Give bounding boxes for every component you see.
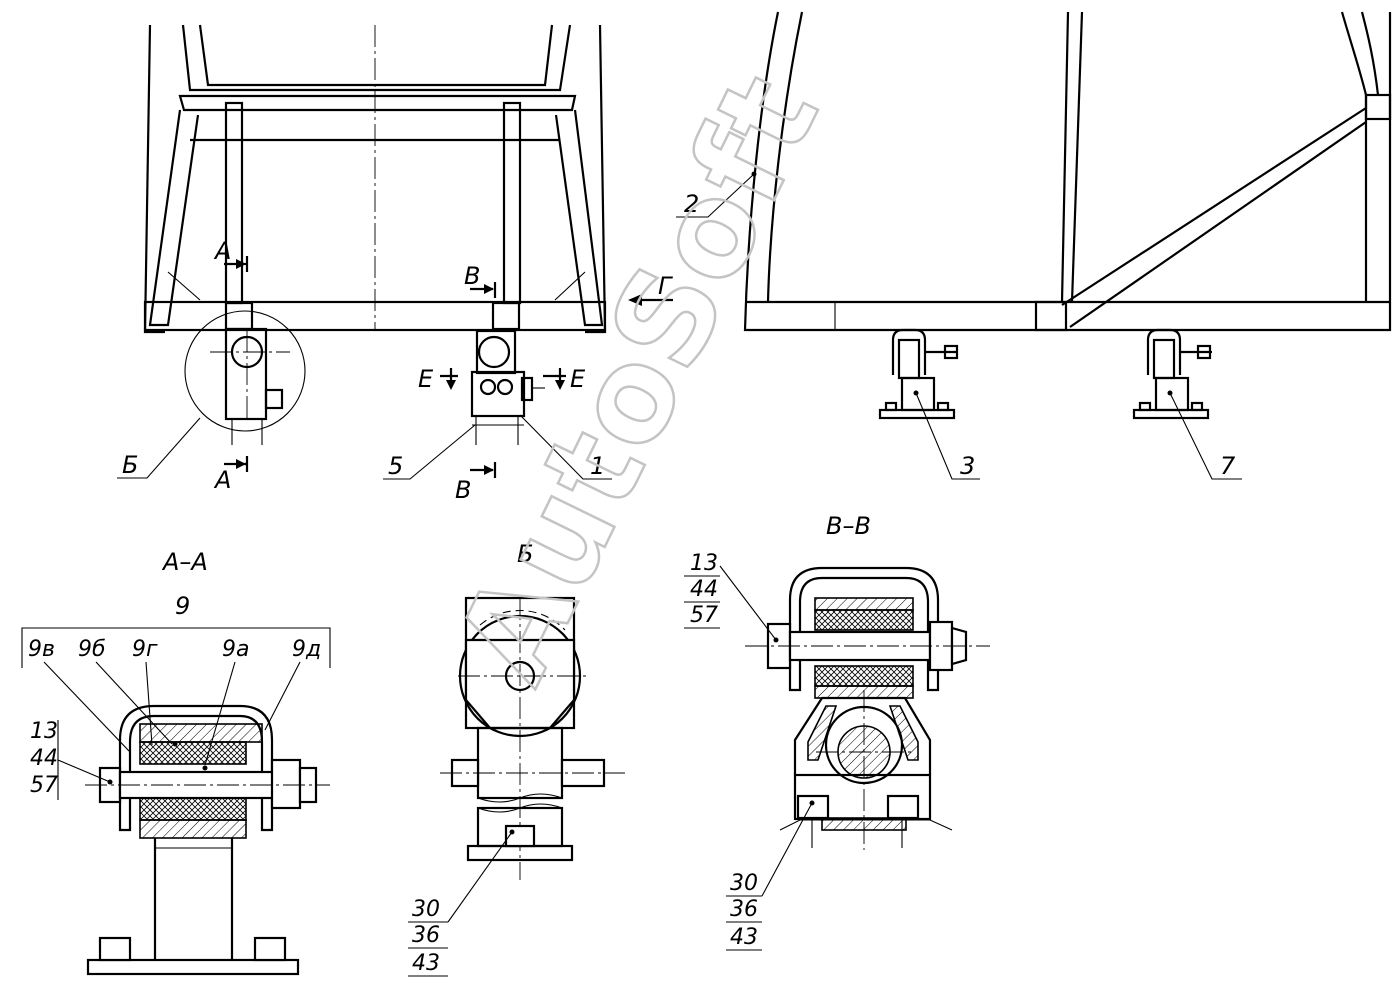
pos-9-label: 9 [175, 592, 190, 620]
aa-stack-0: 13 [30, 719, 58, 744]
vv-top-stack-2: 57 [690, 603, 718, 628]
mark-v-bottom: В [455, 476, 471, 504]
pos-3-label: 3 [960, 452, 975, 480]
pos-1-label: 1 [590, 452, 605, 480]
section-marks: А А В В Е Е Г [213, 237, 673, 504]
mark-e-left: Е [418, 365, 434, 393]
aa-stack-2: 57 [30, 773, 58, 798]
vv-bottom-stack-2: 43 [730, 925, 758, 950]
b-stack-2: 43 [412, 951, 440, 976]
pos-7-label: 7 [1220, 452, 1236, 480]
vv-bottom-stack-0: 30 [730, 871, 758, 896]
callout-b: Б [122, 451, 138, 479]
pos-9d-label: 9д [292, 637, 321, 662]
section-aa: А–А 9 9в 9б 9г 9а 9д 13 4 [21, 548, 331, 976]
pos-9a-label: 9а [222, 637, 249, 662]
mark-a-top: А [213, 237, 231, 265]
mark-g: Г [658, 272, 673, 300]
watermark: AutoSoft [429, 52, 849, 704]
pos-9g-label: 9г [132, 637, 158, 662]
side-view [743, 11, 1392, 420]
pos-9v-label: 9в [28, 637, 55, 662]
b-stack-1: 36 [412, 923, 440, 948]
vv-bottom-stack-1: 36 [730, 897, 758, 922]
mark-e-right: Е [570, 365, 586, 393]
vv-top-stack-1: 44 [690, 577, 718, 602]
b-stack-0: 30 [412, 897, 440, 922]
leaders-front: Б 5 1 [117, 414, 612, 480]
view-b-title: Б [517, 540, 533, 568]
section-aa-title: А–А [161, 548, 208, 576]
pos-5-label: 5 [388, 452, 403, 480]
aa-stack-1: 44 [30, 746, 58, 771]
view-b: Б 30 36 43 [408, 540, 625, 977]
pos-9b-label: 9б [78, 637, 106, 662]
pos-2-label: 2 [684, 190, 699, 218]
mark-a-bottom: А [213, 466, 231, 494]
front-view [143, 24, 607, 445]
section-vv-title: В–В [826, 512, 871, 540]
leaders-side: 2 3 7 [676, 173, 1242, 480]
section-vv: В–В 13 44 57 30 36 43 [684, 512, 990, 951]
mark-v-top: В [464, 262, 480, 290]
vv-top-stack-0: 13 [690, 551, 718, 576]
